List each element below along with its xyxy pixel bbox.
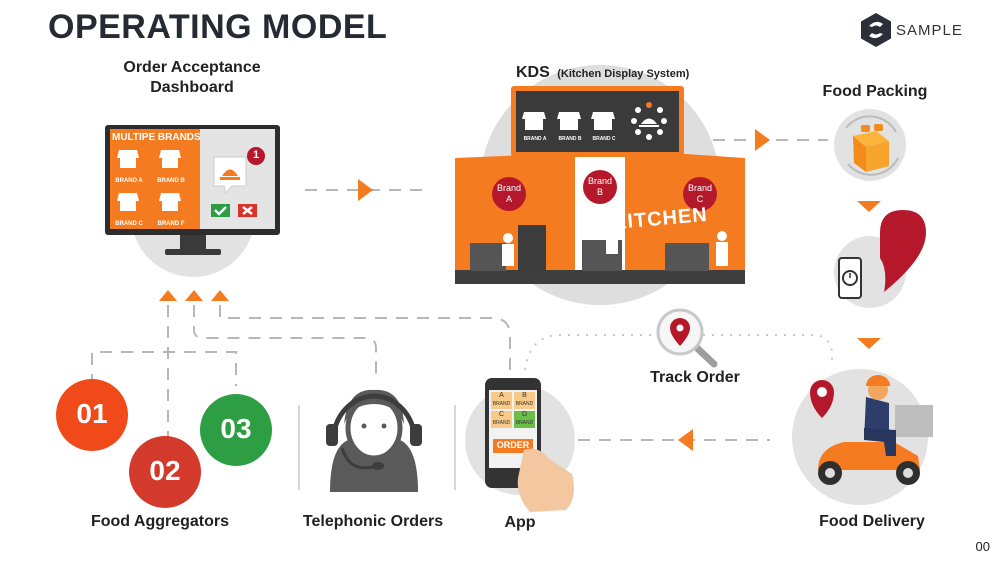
logo-text: SAMPLE xyxy=(896,22,963,39)
aggregator-02-circle xyxy=(129,436,201,508)
arrow-up-icon xyxy=(185,290,203,301)
app-label: App xyxy=(504,514,536,531)
station-brand-b-label: Brand B xyxy=(583,176,617,198)
food-packing-illustration xyxy=(834,109,906,181)
dashboard-label-line2: Dashboard xyxy=(150,79,234,96)
accept-check-icon xyxy=(211,204,230,217)
station-brand-b-line1: Brand xyxy=(587,176,613,186)
dashboard-brand-a: BRAND A xyxy=(115,178,143,184)
dashboard-monitor xyxy=(105,125,280,277)
aggregator-03-circle xyxy=(200,394,272,466)
station-brand-a-badge xyxy=(492,177,526,211)
dashboard-label-line1: Order Acceptance xyxy=(123,59,261,76)
aggregator-02-number: 02 xyxy=(149,455,181,486)
app-tile-text: BRAND xyxy=(492,420,511,426)
hexagon-logo-icon xyxy=(861,13,891,47)
app-tile-d[interactable]: D BRAND xyxy=(514,411,535,427)
kds-screen xyxy=(511,86,684,157)
connector-app-up xyxy=(219,305,511,378)
app-tile-b[interactable]: B BRAND xyxy=(514,392,535,408)
page-number: 00 xyxy=(975,539,990,554)
kds-label: KDS (Kitchen Display System) xyxy=(516,64,689,82)
delivery-timer-illustration xyxy=(834,210,926,308)
notification-bubble xyxy=(213,147,265,195)
arrow-up-icon xyxy=(211,290,229,301)
station-brand-b-badge xyxy=(583,170,617,204)
dashboard-brand-b: BRAND B xyxy=(157,178,185,184)
food-aggregators-label: Food Aggregators xyxy=(90,513,230,530)
connector-phone-up xyxy=(193,305,377,378)
station-brand-a-label: Brand A xyxy=(492,183,526,205)
app-tile-c[interactable]: C BRAND xyxy=(491,411,512,427)
aggregator-01-number: 01 xyxy=(76,398,108,429)
app-order-button[interactable]: ORDER xyxy=(496,440,530,450)
flow-arrows xyxy=(159,129,881,451)
telephonic-orders-label: Telephonic Orders xyxy=(302,513,444,530)
station-brand-c-label: Brand C xyxy=(683,183,717,205)
loading-spinner-icon xyxy=(631,102,667,140)
dashboard-brand-f: BRAND F xyxy=(157,221,185,227)
kds-brand-a: BRAND A xyxy=(523,136,547,142)
arrow-down-icon xyxy=(857,338,881,349)
arrow-down-icon xyxy=(857,201,881,212)
app-tile-text: BRAND xyxy=(515,401,534,407)
arrow-right-icon xyxy=(755,129,770,151)
flow-connectors xyxy=(91,139,828,441)
app-tile-letter: B xyxy=(522,392,527,399)
telephonic-agent-icon xyxy=(298,389,422,492)
aggregator-03-number: 03 xyxy=(220,413,252,444)
station-brand-b-line2: B xyxy=(596,187,603,197)
track-order-magnifier-icon xyxy=(656,308,718,368)
aggregator-01-circle xyxy=(56,379,128,451)
station-brand-c-badge xyxy=(683,177,717,211)
app-tile-text: BRAND xyxy=(515,420,534,426)
station-brand-c-line2: C xyxy=(696,194,704,204)
app-tile-a[interactable]: A BRAND xyxy=(491,392,512,408)
sample-logo: SAMPLE xyxy=(858,12,978,48)
station-brand-a-line1: Brand xyxy=(496,183,522,193)
dashboard-brand-c: BRAND C xyxy=(115,221,143,227)
food-packing-label: Food Packing xyxy=(822,83,928,100)
notification-count-badge: 1 xyxy=(252,149,260,161)
food-delivery-illustration xyxy=(792,369,933,505)
kds-brand-c: BRAND C xyxy=(592,136,616,142)
app-tile-letter: A xyxy=(499,392,504,399)
app-tile-letter: C xyxy=(498,411,505,418)
arrow-right-icon xyxy=(358,179,373,201)
dashboard-store-icons xyxy=(117,150,181,211)
app-tile-letter: D xyxy=(521,411,528,418)
dashboard-label: Order Acceptance Dashboard xyxy=(92,58,292,98)
track-order-label: Track Order xyxy=(650,369,740,386)
arrow-up-icon xyxy=(159,290,177,301)
mobile-app-illustration xyxy=(454,378,575,512)
app-tile-text: BRAND xyxy=(492,401,511,407)
page-title: OPERATING MODEL xyxy=(48,8,388,46)
food-delivery-label: Food Delivery xyxy=(819,513,925,530)
dashboard-panel-title: MULTIPE BRANDS xyxy=(112,132,201,143)
kds-subtitle: (Kitchen Display System) xyxy=(557,68,690,80)
connector-tracking-dotted xyxy=(524,334,833,371)
kds-brand-b: BRAND B xyxy=(558,136,582,142)
arrow-left-icon xyxy=(678,429,693,451)
station-brand-a-line2: A xyxy=(505,194,512,204)
kds-title: KDS xyxy=(516,64,550,81)
location-pin-icon xyxy=(810,380,834,418)
station-brand-c-line1: Brand xyxy=(687,183,713,193)
connector-aggregators-loop xyxy=(91,351,237,386)
